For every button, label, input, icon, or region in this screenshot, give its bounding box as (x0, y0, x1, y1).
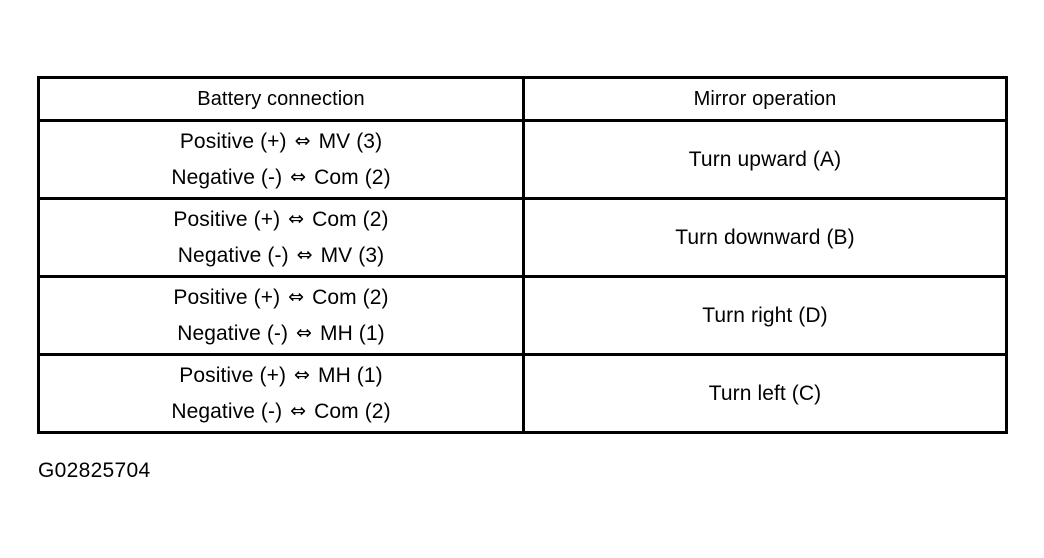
connection-positive-terminal: MH (1) (317, 363, 383, 387)
table-row: Positive (+) ⇔ MH (1) Negative (-) ⇔ Com… (37, 353, 1008, 434)
connection-positive-label: Positive (+) (173, 207, 281, 231)
bidirectional-arrow-icon: ⇔ (296, 321, 313, 344)
connection-negative-line: Negative (-) ⇔ Com (2) (40, 160, 522, 196)
connection-positive-label: Positive (+) (173, 285, 281, 309)
connection-positive-terminal: Com (2) (312, 285, 389, 309)
bidirectional-arrow-icon: ⇔ (294, 129, 311, 152)
bidirectional-arrow-icon: ⇔ (294, 363, 311, 386)
connection-positive-line: Positive (+) ⇔ MH (1) (40, 358, 522, 394)
mirror-operation-cell: Turn downward (B) (522, 197, 1008, 278)
column-header-mirror-operation: Mirror operation (522, 76, 1008, 122)
connection-positive-terminal: Com (2) (312, 207, 389, 231)
connection-negative-terminal: MV (3) (320, 243, 385, 267)
column-header-battery-connection: Battery connection (37, 76, 525, 122)
bidirectional-arrow-icon: ⇔ (288, 207, 305, 230)
connection-negative-label: Negative (-) (177, 243, 289, 267)
table-row: Positive (+) ⇔ Com (2) Negative (-) ⇔ MH… (37, 275, 1008, 356)
connection-negative-line: Negative (-) ⇔ MV (3) (40, 238, 522, 274)
table-header: Battery connection Mirror operation (37, 76, 1008, 122)
connection-negative-label: Negative (-) (171, 165, 283, 189)
mirror-operation-cell: Turn left (C) (522, 353, 1008, 434)
connection-negative-label: Negative (-) (177, 321, 289, 345)
connection-negative-terminal: Com (2) (314, 399, 391, 423)
bidirectional-arrow-icon: ⇔ (290, 165, 307, 188)
mirror-operation-cell: Turn upward (A) (522, 119, 1008, 200)
mirror-operation-table: Battery connection Mirror operation Posi… (37, 76, 1008, 434)
figure-caption: G02825704 (38, 459, 151, 482)
battery-connection-cell: Positive (+) ⇔ MV (3) Negative (-) ⇔ Com… (37, 119, 525, 200)
table-header-row: Battery connection Mirror operation (37, 76, 1008, 122)
connection-negative-terminal: Com (2) (314, 165, 391, 189)
battery-connection-cell: Positive (+) ⇔ Com (2) Negative (-) ⇔ MH… (37, 275, 525, 356)
connection-negative-label: Negative (-) (171, 399, 283, 423)
bidirectional-arrow-icon: ⇔ (296, 243, 313, 266)
table-row: Positive (+) ⇔ Com (2) Negative (-) ⇔ MV… (37, 197, 1008, 278)
connection-positive-line: Positive (+) ⇔ Com (2) (40, 202, 522, 238)
battery-connection-cell: Positive (+) ⇔ MH (1) Negative (-) ⇔ Com… (37, 353, 525, 434)
connection-negative-line: Negative (-) ⇔ Com (2) (40, 394, 522, 430)
connection-positive-label: Positive (+) (179, 363, 287, 387)
table-body: Positive (+) ⇔ MV (3) Negative (-) ⇔ Com… (37, 119, 1008, 434)
connection-positive-label: Positive (+) (179, 129, 287, 153)
connection-positive-terminal: MV (3) (318, 129, 383, 153)
bidirectional-arrow-icon: ⇔ (288, 285, 305, 308)
battery-connection-cell: Positive (+) ⇔ Com (2) Negative (-) ⇔ MV… (37, 197, 525, 278)
connection-negative-line: Negative (-) ⇔ MH (1) (40, 316, 522, 352)
bidirectional-arrow-icon: ⇔ (290, 399, 307, 422)
connection-positive-line: Positive (+) ⇔ MV (3) (40, 124, 522, 160)
connection-positive-line: Positive (+) ⇔ Com (2) (40, 280, 522, 316)
connection-negative-terminal: MH (1) (320, 321, 385, 345)
table-row: Positive (+) ⇔ MV (3) Negative (-) ⇔ Com… (37, 119, 1008, 200)
mirror-operation-cell: Turn right (D) (522, 275, 1008, 356)
